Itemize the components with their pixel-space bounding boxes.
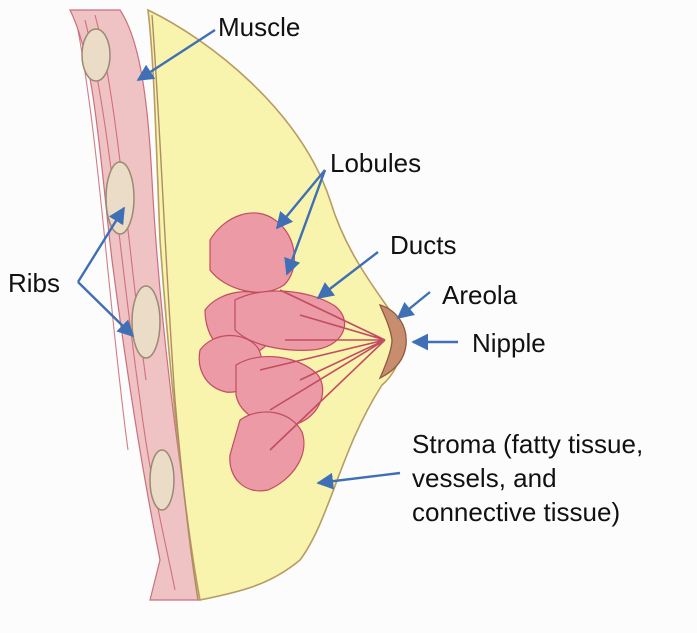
stroma-label-line-2: vessels, and xyxy=(412,462,697,496)
areola-arrow xyxy=(398,292,430,318)
ribs-label: Ribs xyxy=(8,268,60,299)
lobules-label: Lobules xyxy=(330,148,421,179)
rib-1 xyxy=(82,29,110,81)
rib-4 xyxy=(150,450,174,510)
rib-2 xyxy=(106,162,134,234)
muscle-label: Muscle xyxy=(218,12,300,43)
stroma-label-line-1: Stroma (fatty tissue, xyxy=(412,428,697,462)
nipple-label: Nipple xyxy=(472,328,546,359)
ducts-label: Ducts xyxy=(390,230,456,261)
stroma-label-line-3: connective tissue) xyxy=(412,496,697,530)
areola-label: Areola xyxy=(442,280,517,311)
stroma-label: Stroma (fatty tissue, vessels, and conne… xyxy=(412,428,697,529)
rib-3 xyxy=(132,286,160,358)
